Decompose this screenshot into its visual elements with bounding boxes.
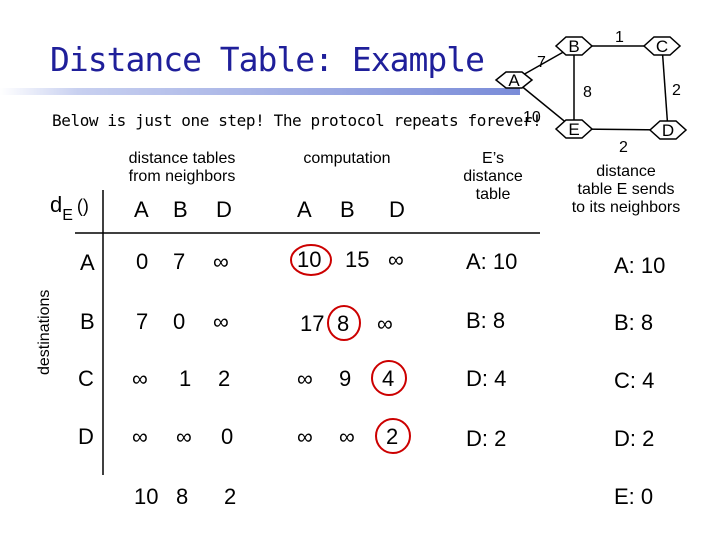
header-sends-line1: distance (596, 163, 656, 180)
comp-col-b: B (340, 197, 355, 222)
header-neighbors-line1: distance tables (128, 150, 236, 167)
cv-a-b: 15 (345, 247, 370, 272)
edge-c-d-cost: 2 (672, 82, 681, 99)
de-label: dE() (50, 192, 89, 224)
node-c: C (642, 36, 682, 56)
header-neighbors: distance tables from neighbors (112, 150, 252, 186)
edge-e-d-cost: 2 (619, 139, 628, 156)
node-d: D (648, 120, 688, 140)
header-computation: computation (303, 150, 391, 167)
nv-d-b: ∞ (176, 424, 192, 449)
de-paren: () (76, 196, 89, 216)
edge-a-b-cost: 7 (537, 54, 546, 71)
sent-a: A: 10 (614, 253, 666, 278)
sent-b: B: 8 (614, 310, 654, 335)
node-c-label: C (656, 37, 668, 56)
page-title: Distance Table: Example (50, 40, 485, 79)
header-e-table-line2: distance (463, 168, 523, 185)
e-table-d: D: 2 (466, 426, 507, 451)
node-e-label: E (568, 120, 579, 139)
cv-c-d: 4 (382, 366, 395, 391)
nv-c-b: 1 (179, 366, 192, 391)
nv-b-a: 7 (136, 309, 149, 334)
header-e-table: E’s distance table (443, 150, 543, 204)
cv-d-b: ∞ (339, 424, 355, 449)
row-label-c: C (78, 366, 94, 391)
e-table-b: B: 8 (466, 308, 506, 333)
row-label-a: A (80, 250, 95, 275)
nv-a-a: 0 (136, 249, 149, 274)
nv-a-b: 7 (173, 249, 186, 274)
edge-c-d (661, 45, 669, 131)
node-a: A (494, 71, 534, 90)
nv-c-a: ∞ (132, 366, 148, 391)
comp-col-d: D (389, 197, 405, 222)
link-cost-a: 10 (134, 484, 159, 509)
header-sends-line2: table E sends (577, 181, 675, 198)
nv-a-d: ∞ (213, 249, 229, 274)
cv-a-a: 10 (297, 247, 322, 272)
sent-c: C: 4 (614, 368, 655, 393)
node-a-label: A (508, 71, 520, 90)
header-sends-line3: to its neighbors (571, 199, 681, 216)
header-e-table-line1: E’s (482, 150, 504, 167)
node-e: E (554, 119, 594, 139)
highlight-2 (375, 418, 411, 454)
row-label-d: D (78, 424, 94, 449)
neighbor-col-b: B (173, 197, 188, 222)
de-sub: E (62, 207, 73, 224)
nv-b-b: 0 (173, 309, 186, 334)
edge-b-c-cost: 1 (615, 29, 624, 46)
header-bar (0, 88, 520, 95)
highlight-10 (290, 244, 332, 276)
sent-d: D: 2 (614, 426, 655, 451)
nv-c-d: 2 (218, 366, 231, 391)
link-cost-d: 2 (224, 484, 237, 509)
header-e-table-line3: table (475, 186, 511, 203)
highlight-4 (371, 360, 407, 396)
node-b-label: B (568, 37, 579, 56)
nv-d-d: 0 (221, 424, 234, 449)
link-cost-b: 8 (176, 484, 189, 509)
nv-d-a: ∞ (132, 424, 148, 449)
de-d: d (50, 192, 63, 217)
highlight-8 (327, 305, 361, 341)
edge-b-e-cost: 8 (583, 84, 592, 101)
nv-b-d: ∞ (213, 309, 229, 334)
cv-a-d: ∞ (388, 247, 404, 272)
row-label-b: B (80, 309, 95, 334)
comp-col-a: A (297, 197, 312, 222)
neighbor-col-d: D (216, 197, 232, 222)
sent-e: E: 0 (614, 484, 654, 509)
cv-b-a: 17 (300, 311, 325, 336)
header-neighbors-line2: from neighbors (128, 168, 236, 185)
e-table-c: D: 4 (466, 366, 507, 391)
e-table-a: A: 10 (466, 249, 518, 274)
header-sends: distance table E sends to its neighbors (556, 163, 696, 217)
neighbor-col-a: A (134, 197, 149, 222)
subtitle: Below is just one step! The protocol rep… (52, 111, 542, 130)
cv-b-d: ∞ (377, 311, 393, 336)
node-b: B (554, 36, 594, 56)
cv-d-d: 2 (386, 424, 399, 449)
cv-c-b: 9 (339, 366, 352, 391)
edge-a-e-cost: 10 (523, 109, 541, 126)
cv-d-a: ∞ (297, 424, 313, 449)
cv-c-a: ∞ (297, 366, 313, 391)
node-d-label: D (662, 121, 674, 140)
cv-b-b: 8 (337, 311, 350, 336)
